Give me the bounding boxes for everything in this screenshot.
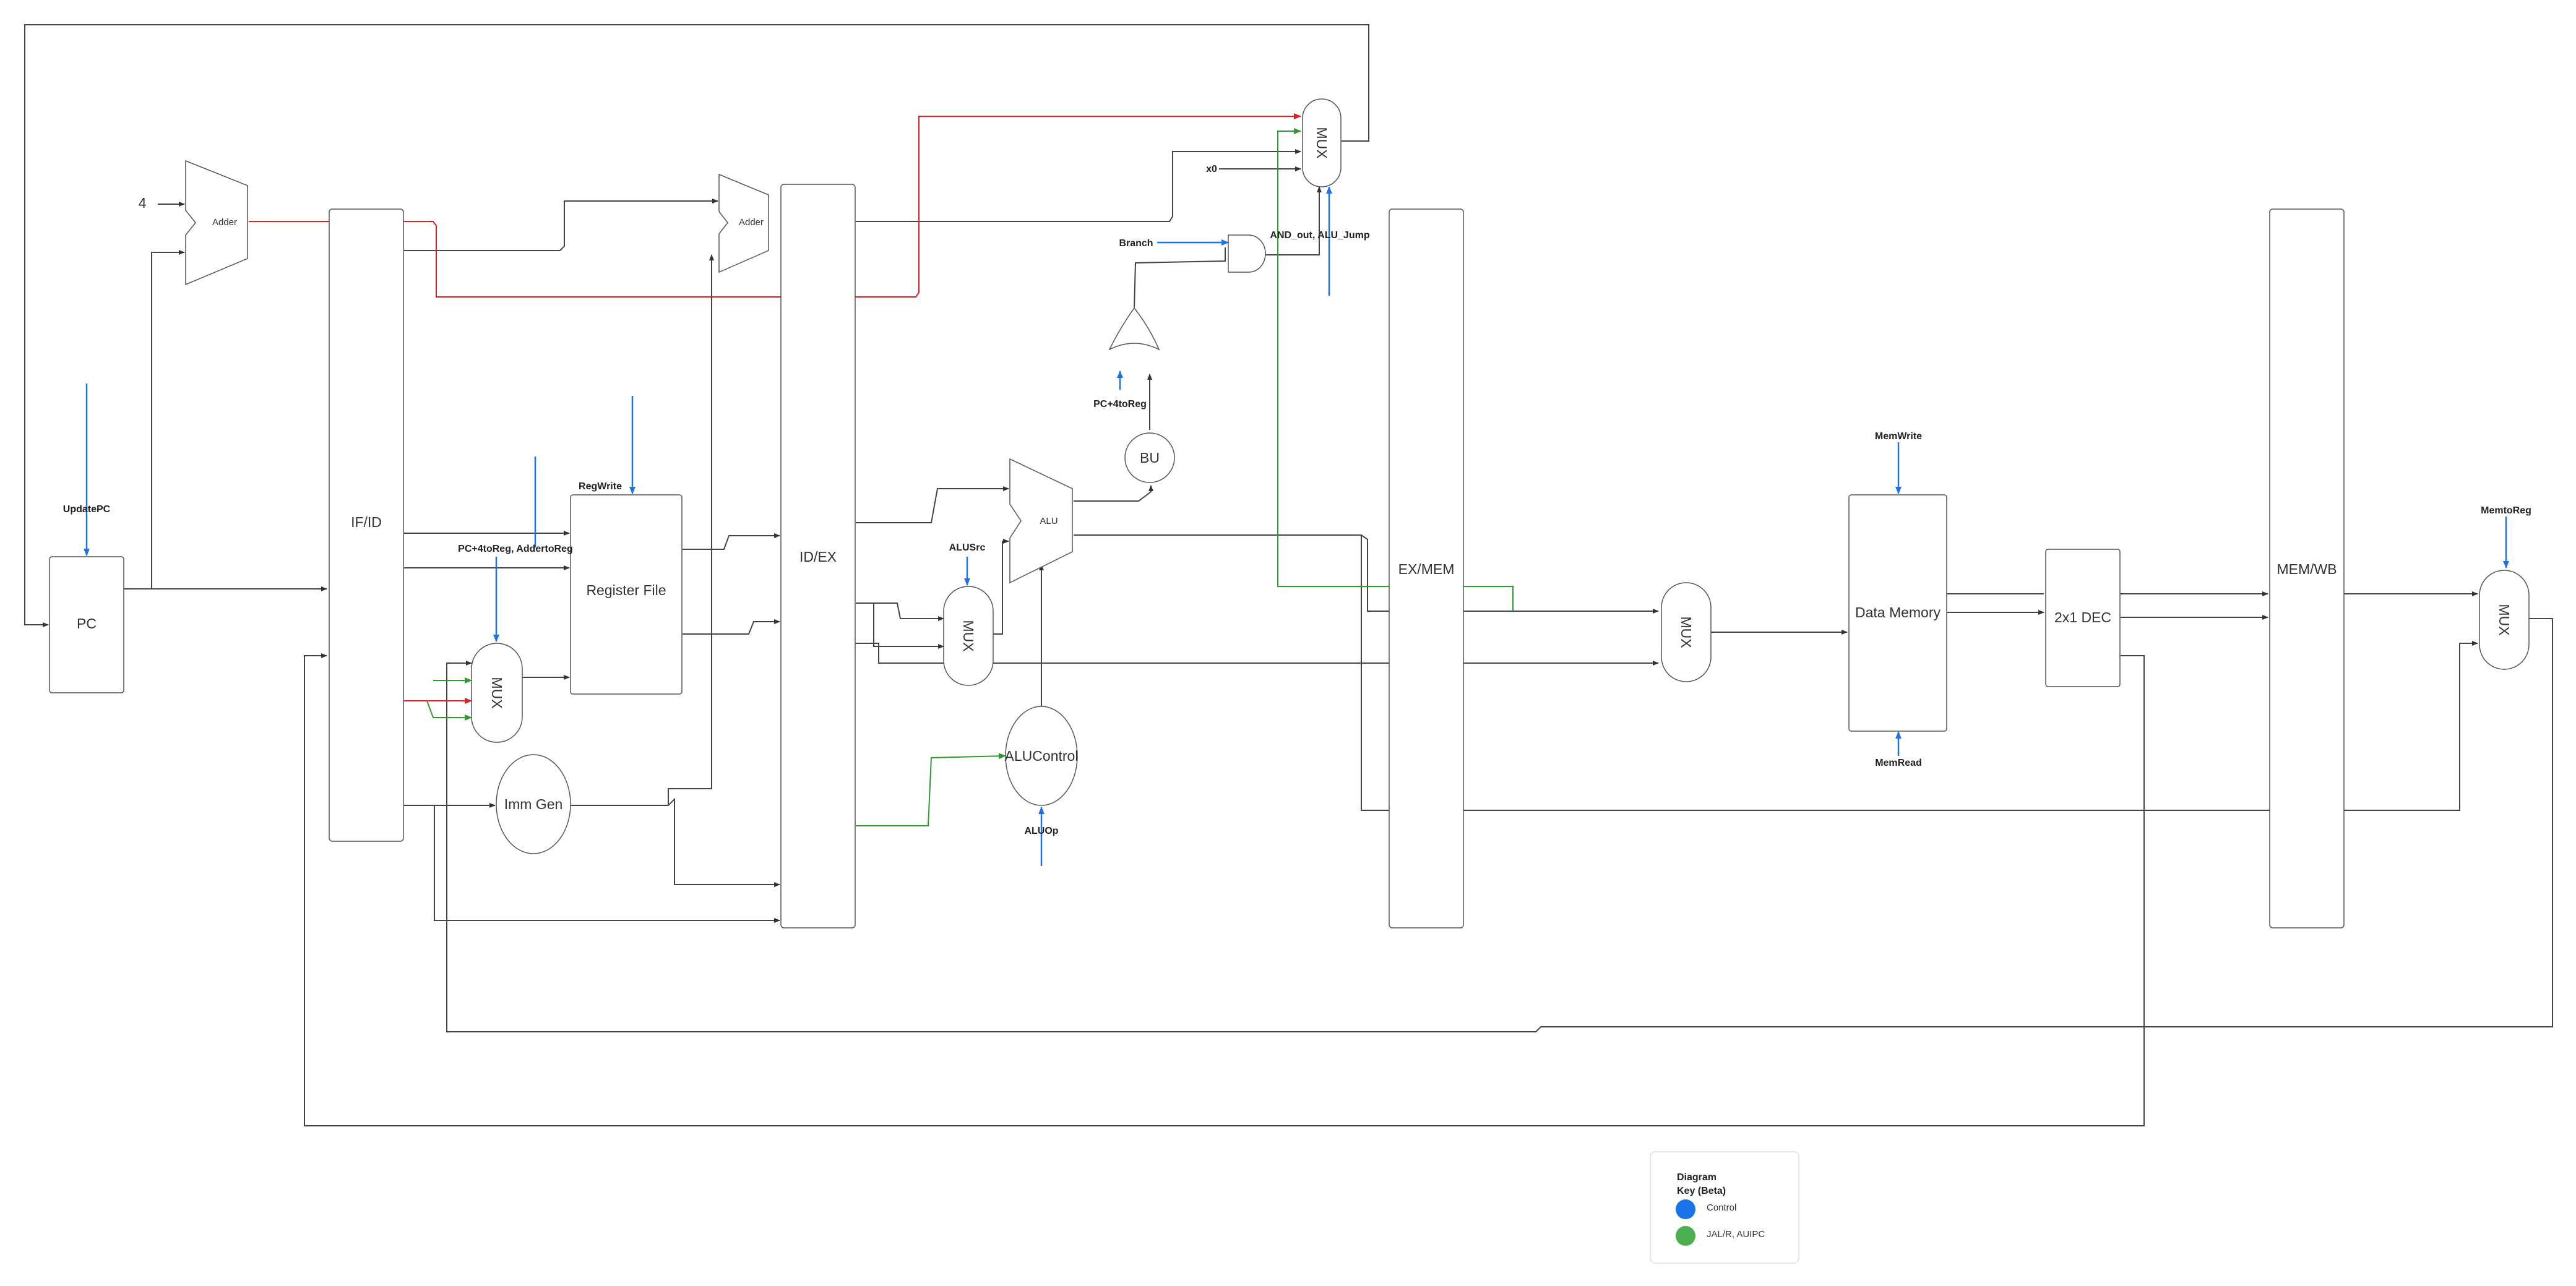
mem-to-reg-mux-label: MUX bbox=[2496, 604, 2512, 635]
ex-mem-label: EX/MEM bbox=[1398, 561, 1455, 577]
id-ex-register bbox=[780, 184, 856, 928]
alu-label: ALU bbox=[1040, 516, 1058, 526]
pc-select-mux-label: MUX bbox=[1314, 127, 1330, 158]
alu bbox=[1009, 458, 1073, 584]
pc-label: PC bbox=[77, 615, 97, 632]
mem-write-label: MemWrite bbox=[1875, 431, 1922, 442]
key-title-line2: Key (Beta) bbox=[1677, 1186, 1726, 1196]
data-memory-label: Data Memory bbox=[1855, 604, 1941, 620]
key-control-label: Control bbox=[1707, 1202, 1736, 1213]
alu-src-mux-label: MUX bbox=[960, 620, 976, 651]
and-gate bbox=[1228, 234, 1266, 273]
key-control-swatch bbox=[1676, 1199, 1695, 1219]
data-memory bbox=[1848, 494, 1947, 732]
branch-label: Branch bbox=[1119, 238, 1153, 249]
mem-to-reg-label: MemtoReg bbox=[2481, 505, 2531, 516]
mem-mux bbox=[1661, 582, 1712, 682]
bu-label: BU bbox=[1140, 450, 1160, 466]
decoder-2x1 bbox=[2045, 549, 2121, 687]
alu-control bbox=[1005, 706, 1078, 806]
mem-mux-label: MUX bbox=[1678, 616, 1694, 648]
mem-to-reg-mux bbox=[2479, 570, 2530, 670]
pc4-adder-to-reg-label: PC+4toReg, AddertoReg bbox=[458, 544, 573, 554]
green-wires bbox=[426, 128, 1514, 826]
reg-write-mux bbox=[471, 643, 523, 743]
imm-gen bbox=[496, 754, 571, 854]
alu-control-label: ALUControl bbox=[1005, 748, 1079, 764]
if-id-label: IF/ID bbox=[351, 514, 382, 530]
update-pc-label: UpdatePC bbox=[63, 504, 111, 515]
mem-wb-register bbox=[2269, 208, 2345, 928]
mem-wb-label: MEM/WB bbox=[2277, 561, 2337, 577]
pc-adder bbox=[185, 160, 248, 286]
dec-label: 2x1 DEC bbox=[2054, 609, 2111, 625]
pc4-to-reg-label: PC+4toReg bbox=[1093, 399, 1147, 409]
reg-write-mux-label: MUX bbox=[489, 677, 505, 708]
mem-read-label: MemRead bbox=[1875, 758, 1922, 768]
alu-src-mux bbox=[943, 586, 994, 686]
black-wires bbox=[24, 24, 2553, 1126]
key-jal-swatch bbox=[1676, 1226, 1695, 1246]
control-wires bbox=[84, 186, 2509, 866]
id-ex-label: ID/EX bbox=[799, 549, 837, 565]
if-id-register bbox=[329, 208, 404, 842]
x0-label: x0 bbox=[1206, 164, 1217, 174]
imm-gen-label: Imm Gen bbox=[504, 796, 563, 812]
pc-register bbox=[49, 556, 124, 693]
register-file-label: Register File bbox=[586, 582, 666, 598]
register-file bbox=[570, 494, 683, 695]
red-wires bbox=[249, 113, 1301, 704]
and-out-jump-label: AND_out, ALU_Jump bbox=[1270, 230, 1369, 241]
branch-adder bbox=[718, 173, 769, 273]
pc-select-mux bbox=[1302, 98, 1342, 187]
or-gate bbox=[1108, 307, 1160, 351]
alu-src-label: ALUSrc bbox=[949, 542, 986, 553]
diagram-key: Diagram Key (Beta) Control JAL/R, AUIPC bbox=[1650, 1151, 1799, 1264]
pc-adder-label: Adder bbox=[212, 217, 237, 228]
branch-unit bbox=[1124, 432, 1175, 483]
reg-write-label: RegWrite bbox=[579, 481, 622, 492]
constant-four: 4 bbox=[139, 195, 147, 211]
alu-op-label: ALUOp bbox=[1024, 826, 1058, 836]
branch-adder-label: Adder bbox=[739, 217, 764, 228]
key-title-line1: Diagram bbox=[1677, 1172, 1717, 1183]
ex-mem-register bbox=[1389, 208, 1464, 928]
key-jal-label: JAL/R, AUIPC bbox=[1707, 1229, 1765, 1240]
